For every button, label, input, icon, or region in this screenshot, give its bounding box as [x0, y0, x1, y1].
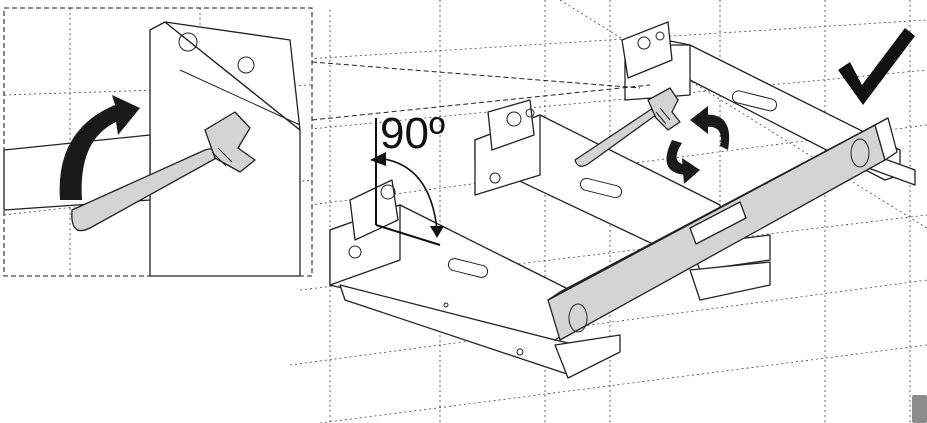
detail-inset: [3, 7, 313, 277]
right-angle-icon: [370, 118, 444, 246]
page-corner-tab: [912, 395, 927, 423]
rotate-arrows-icon: [666, 106, 730, 184]
adjustable-wrench-icon: [574, 87, 681, 167]
inset-wrench-icon: [71, 111, 256, 232]
angle-label: 90º: [380, 109, 445, 158]
check-mark-icon: [838, 28, 915, 105]
callout-leaders: [311, 61, 651, 121]
curved-arrow-icon: [59, 95, 140, 200]
front-bracket: [329, 179, 621, 379]
spirit-level-icon: [547, 117, 898, 341]
